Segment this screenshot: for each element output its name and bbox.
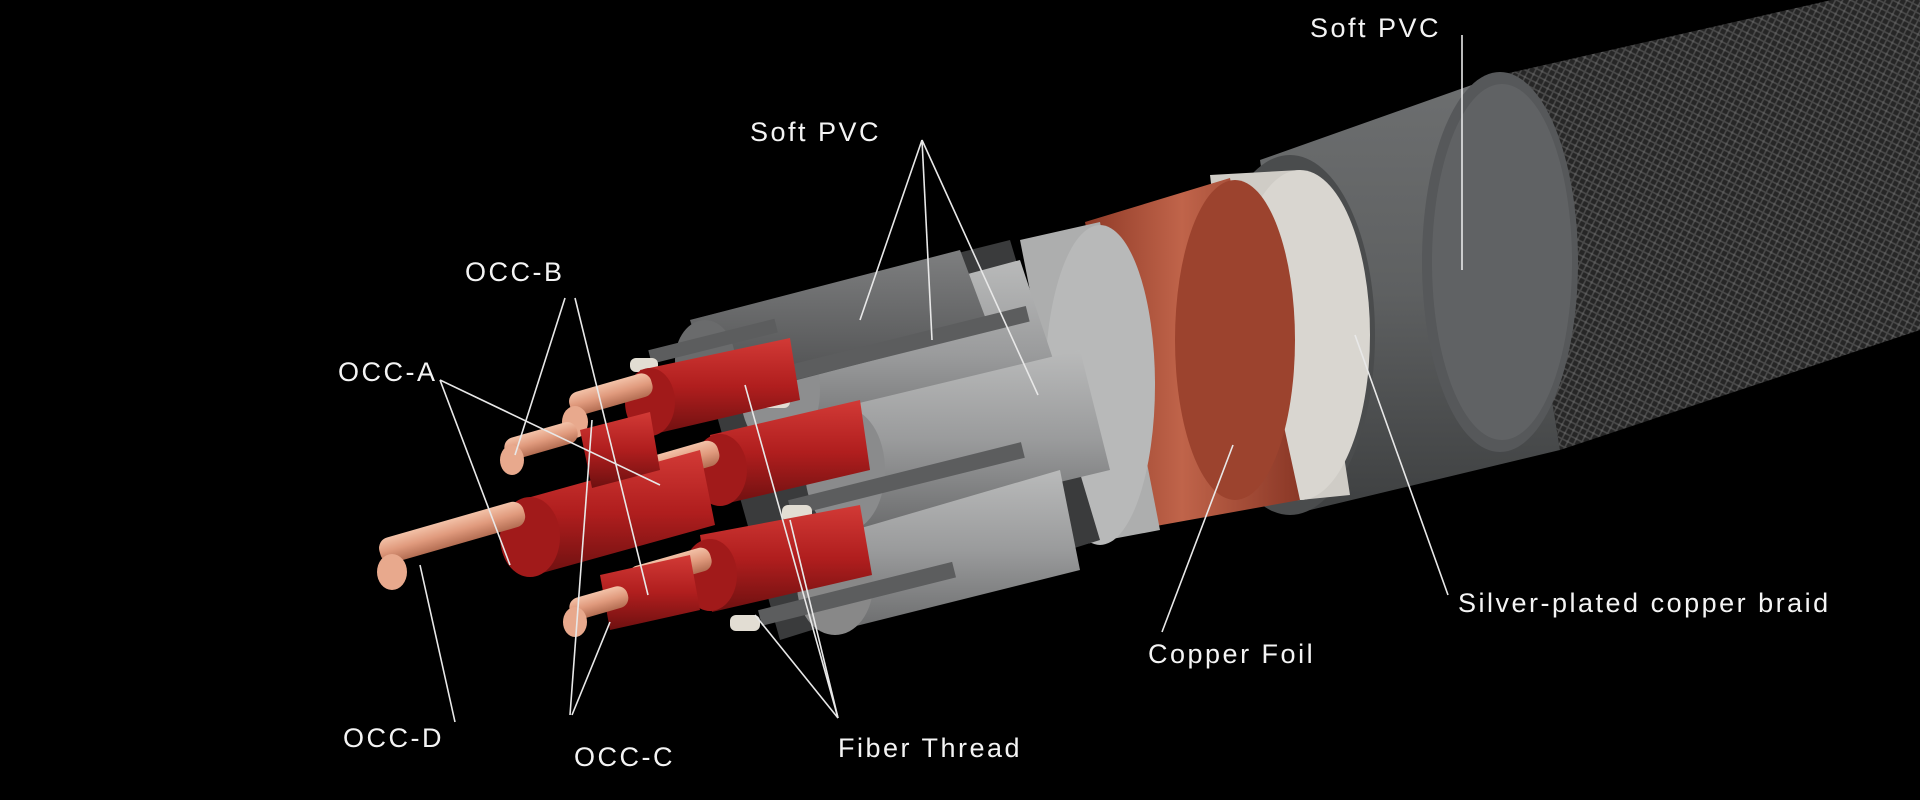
label-fiber-thread: Fiber Thread [838, 733, 1022, 763]
leader-inner-pvc-3 [921, 139, 1039, 396]
component-labels: Soft PVC Soft PVC OCC-B OCC-A OCC-D OCC-… [338, 13, 1831, 772]
leader-occ-a-2 [439, 379, 661, 486]
label-occ-b: OCC-B [465, 257, 565, 287]
label-braid: Silver-plated copper braid [1458, 588, 1831, 618]
leader-occ-b-2 [574, 297, 649, 596]
label-inner-pvc: Soft PVC [750, 117, 881, 147]
conductor-bundle [377, 250, 1110, 637]
red-conductor-3 [377, 450, 715, 590]
label-occ-c: OCC-C [574, 742, 675, 772]
leader-copper-foil [1161, 444, 1234, 633]
leader-inner-pvc-1 [859, 139, 923, 321]
leader-fiber-2 [789, 519, 839, 719]
leader-occ-b-1 [514, 297, 566, 456]
leader-braid [1354, 334, 1449, 596]
braid-jacket [1500, 0, 1920, 450]
red-conductor-5 [500, 412, 660, 488]
label-occ-d: OCC-D [343, 723, 444, 753]
leader-inner-pvc-2 [921, 139, 933, 341]
red-conductor-6 [563, 555, 700, 637]
leader-fiber-3 [754, 614, 839, 719]
leader-lines [419, 35, 1463, 723]
leader-occ-a-1 [439, 379, 511, 566]
label-copper-foil: Copper Foil [1148, 639, 1315, 669]
leader-occ-d [419, 564, 456, 723]
label-occ-a: OCC-A [338, 357, 438, 387]
leader-occ-c-1 [569, 419, 593, 716]
leader-occ-c-2 [571, 621, 611, 716]
leader-fiber-1 [744, 384, 839, 719]
label-outer-pvc: Soft PVC [1310, 13, 1441, 43]
